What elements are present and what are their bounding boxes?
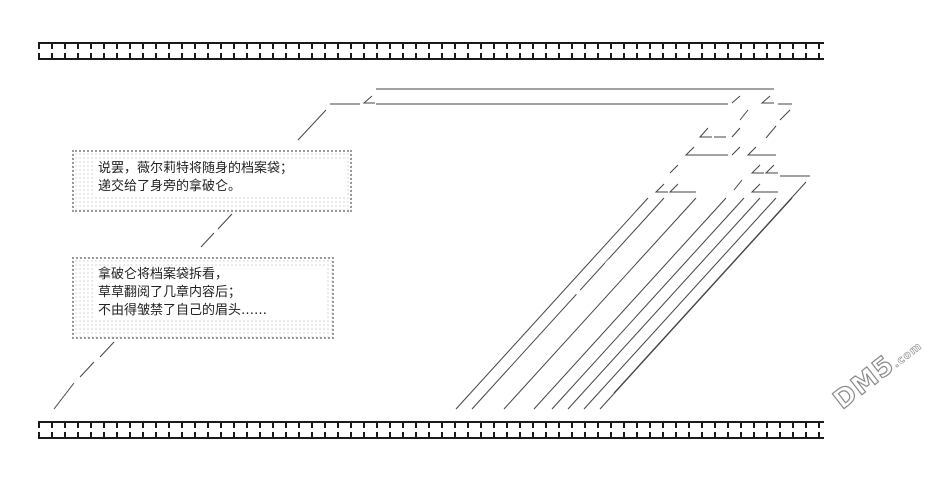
stair-4 bbox=[779, 109, 791, 121]
corner-mark-1 bbox=[362, 95, 375, 104]
stair-13 bbox=[668, 183, 682, 193]
rain-6 bbox=[567, 197, 761, 410]
caption-box-1: 说罢，薇尔莉特将随身的档案袋； 递交给了身旁的拿破仑。 bbox=[72, 150, 352, 212]
rain-5 bbox=[551, 197, 745, 410]
stair-7 bbox=[731, 146, 741, 156]
stair-8 bbox=[746, 146, 760, 156]
diag-low-3 bbox=[53, 382, 75, 410]
corner-mark-3 bbox=[760, 95, 774, 104]
rain-1 bbox=[455, 197, 649, 410]
film-strip-top bbox=[38, 42, 824, 60]
caption-text-2: 拿破仑将档案袋拆看， 草草翻阅了几章内容后； 不由得皱禁了自己的眉头…… bbox=[94, 266, 326, 320]
rain-7 bbox=[583, 197, 777, 410]
caption-text-1: 说罢，薇尔莉特将随身的档案袋； 递交给了身旁的拿破仑。 bbox=[94, 160, 346, 196]
caption-box-2: 拿破仑将档案袋拆看， 草草翻阅了几章内容后； 不由得皱禁了自己的眉头…… bbox=[72, 257, 334, 339]
caption-1-line-2: 递交给了身旁的拿破仑。 bbox=[98, 179, 242, 194]
rain-3 bbox=[503, 197, 697, 410]
stair-11 bbox=[764, 164, 778, 174]
diag-low-1 bbox=[99, 341, 115, 358]
stair-6 bbox=[684, 146, 698, 156]
rain-9 bbox=[613, 181, 807, 394]
caption-2-line-2: 草草翻阅了几章内容后； bbox=[98, 285, 242, 300]
caption-2-line-1: 拿破仑将档案袋拆看， bbox=[98, 267, 229, 282]
stair-14 bbox=[750, 183, 764, 193]
rain-4 bbox=[533, 197, 727, 410]
diag-mid-1 bbox=[217, 213, 233, 230]
stair-3 bbox=[739, 109, 749, 121]
stair-5 bbox=[765, 125, 777, 139]
caption-1-line-1: 说罢，薇尔莉特将随身的档案袋； bbox=[98, 161, 294, 176]
film-strip-bottom bbox=[38, 421, 824, 439]
diag-left-1 bbox=[297, 109, 327, 141]
diag-low-2 bbox=[79, 361, 95, 378]
diag-mid-2 bbox=[200, 232, 215, 248]
stair-2 bbox=[731, 127, 741, 138]
stair-12 bbox=[654, 183, 668, 193]
corner-mark-2 bbox=[731, 95, 741, 104]
stair-10 bbox=[750, 164, 764, 174]
stair-9 bbox=[669, 164, 679, 174]
stair-1 bbox=[698, 127, 712, 138]
stair-15 bbox=[733, 179, 743, 191]
rain-2 bbox=[471, 197, 665, 410]
caption-2-line-3: 不由得皱禁了自己的眉头…… bbox=[98, 303, 268, 318]
